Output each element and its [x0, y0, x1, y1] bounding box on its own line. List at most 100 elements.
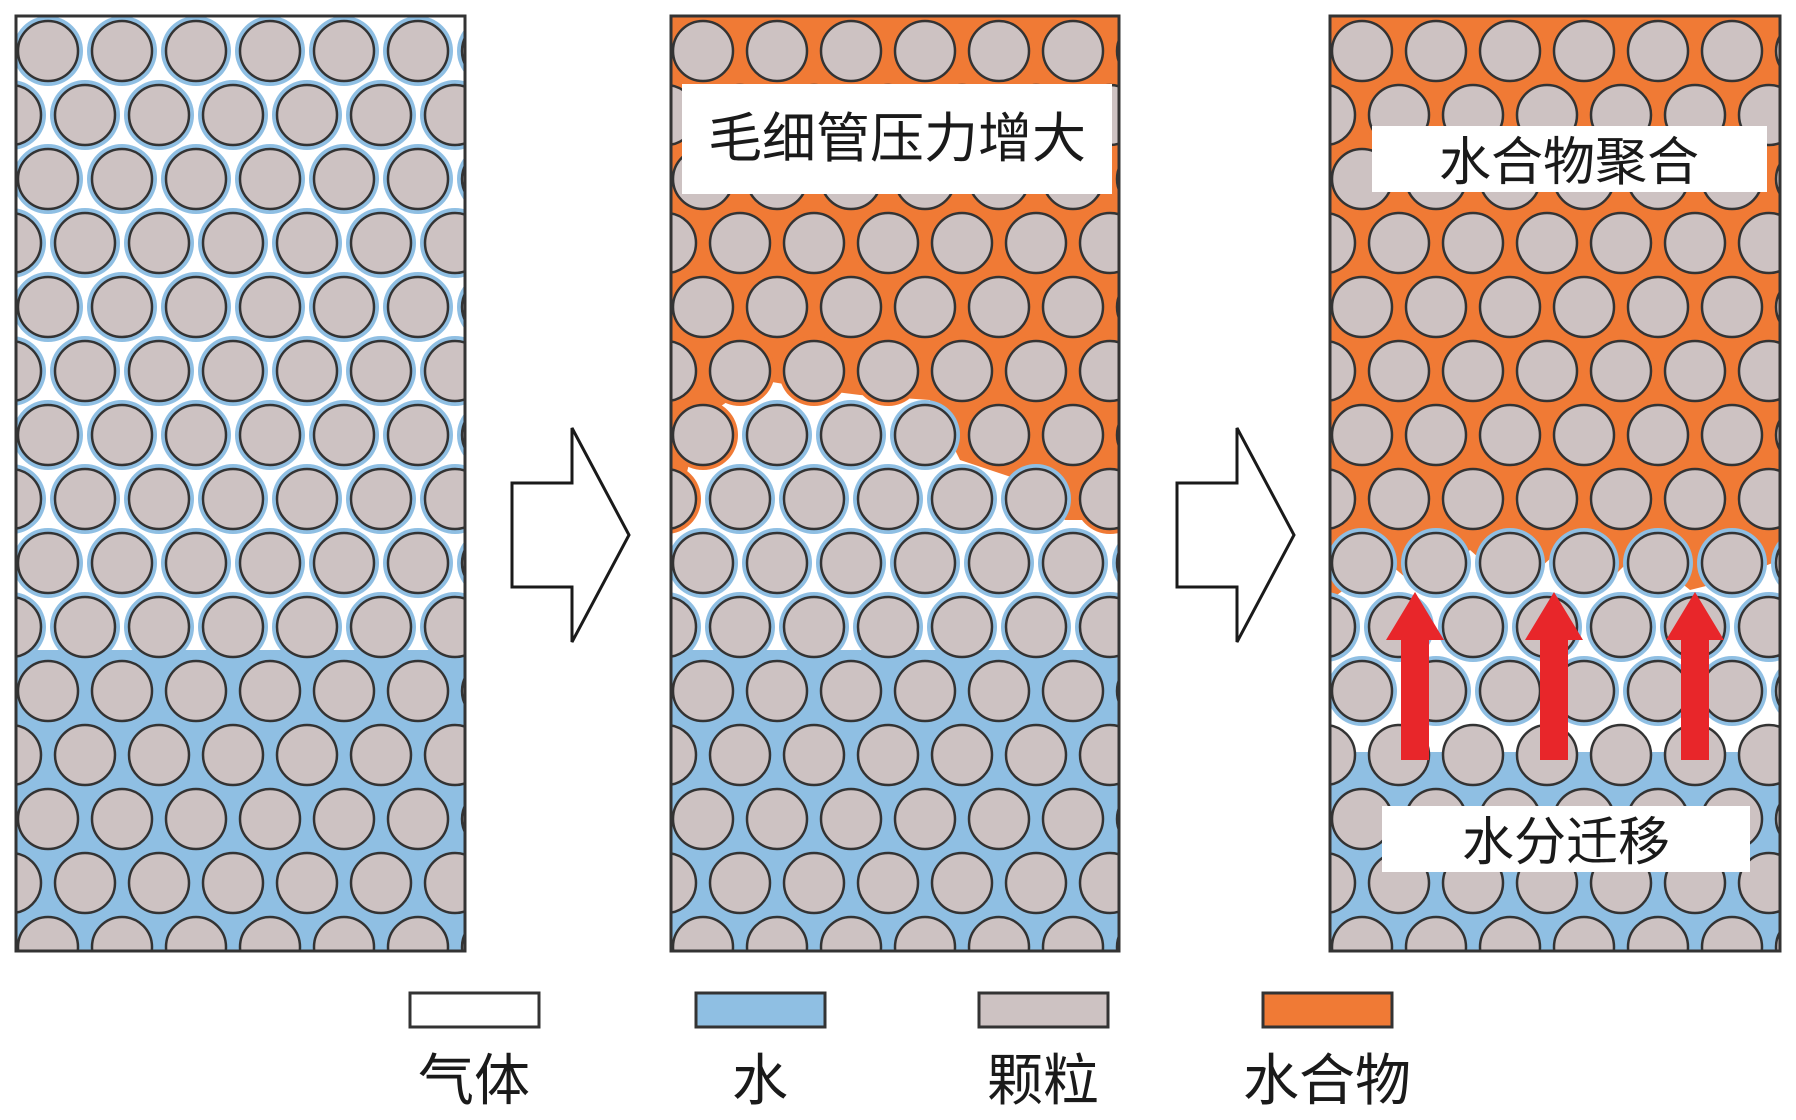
- panel-aggregation-particle: [1552, 19, 1616, 83]
- panel-initial-particle: [90, 659, 154, 723]
- panel-aggregation-particle: [1700, 275, 1764, 339]
- panel-initial-particle: [460, 675, 465, 707]
- panel-aggregation-particle: [1404, 915, 1468, 951]
- panel-initial-particle: [386, 915, 450, 951]
- panel-initial-particle: [16, 84, 43, 146]
- panel-aggregation-border: [1328, 14, 1782, 953]
- panel-capillary-particle: [671, 596, 698, 658]
- panel-capillary-particle: [1004, 339, 1068, 403]
- panel-initial-particle: [53, 723, 117, 787]
- panel-initial-particle: [53, 211, 117, 275]
- panel-initial-particle: [16, 915, 80, 951]
- panel-aggregation-particle: [1330, 84, 1357, 146]
- panel-capillary-particle: [671, 915, 735, 951]
- hollow-right-arrow-icon: [510, 427, 631, 643]
- panel-capillary-particle: [930, 467, 994, 531]
- panel-initial-particle: [164, 275, 228, 339]
- panel-initial-particle: [386, 787, 450, 851]
- panel-aggregation-particle: [1330, 724, 1357, 786]
- panel-capillary-particle: [1041, 787, 1105, 851]
- panel-initial-particle: [90, 19, 154, 83]
- panel-capillary-particle: [671, 468, 698, 530]
- panel-initial-particle: [164, 787, 228, 851]
- panel-aggregation-particle: [1330, 340, 1357, 402]
- panel-capillary-particle: [671, 852, 698, 914]
- panel-capillary-particle: [671, 787, 735, 851]
- panel-initial-particle: [201, 339, 265, 403]
- panel-capillary-particle: [671, 724, 698, 786]
- panel-aggregation-particle: [1367, 467, 1431, 531]
- panel-capillary-particle: [930, 723, 994, 787]
- process-arrow-2: [1175, 427, 1296, 643]
- panel-capillary: 毛细管压力增大: [669, 14, 1121, 953]
- panel-capillary-particle: [1004, 211, 1068, 275]
- panel-aggregation-particle: [1700, 403, 1764, 467]
- panel-aggregation-particle: [1626, 531, 1690, 595]
- panel-initial-border: [14, 14, 467, 953]
- panel-capillary-particle: [782, 467, 846, 531]
- panel-aggregation-particle: [1478, 403, 1542, 467]
- panel-initial-particle: [386, 403, 450, 467]
- panel-aggregation-particle: [1441, 467, 1505, 531]
- panel-capillary-particle: [1041, 19, 1105, 83]
- panel-aggregation-particle: [1626, 915, 1690, 951]
- panel-initial-coating: [457, 28, 465, 74]
- panel-aggregation-particle: [1626, 275, 1690, 339]
- panel-capillary-particle: [856, 211, 920, 275]
- panel-capillary-particle: [856, 339, 920, 403]
- panel-aggregation-particle: [1552, 403, 1616, 467]
- panel-capillary-particle: [1041, 275, 1105, 339]
- panel-initial-particle: [16, 531, 80, 595]
- panel-initial-particle: [16, 852, 43, 914]
- panel-initial-particle: [164, 531, 228, 595]
- panel-initial-particle: [275, 595, 339, 659]
- panel-capillary-coating: [1112, 414, 1119, 456]
- panel-initial-particle: [312, 787, 376, 851]
- panel-aggregation-particle: [1478, 19, 1542, 83]
- panel-initial-particle: [53, 83, 117, 147]
- panel-capillary-coating: [1112, 286, 1119, 328]
- panel-initial-particle: [90, 915, 154, 951]
- panel-capillary-label: 毛细管压力增大: [708, 107, 1086, 170]
- panel-aggregation-particle: [1626, 19, 1690, 83]
- panel-capillary-particle: [930, 211, 994, 275]
- panel-initial-particle: [312, 531, 376, 595]
- panel-aggregation-particle: [1330, 852, 1357, 914]
- panel-capillary-particle: [893, 659, 957, 723]
- panel-aggregation-particle: [1737, 467, 1780, 531]
- panel-initial-particle: [164, 659, 228, 723]
- panel-initial-particle: [164, 915, 228, 951]
- panel-aggregation-particle: [1515, 211, 1579, 275]
- panel-capillary-particle: [745, 403, 809, 467]
- panel-initial-particle: [275, 83, 339, 147]
- panel-capillary-particle: [671, 403, 735, 467]
- panel-capillary-particle: [1004, 851, 1068, 915]
- panel-aggregation-particle: [1478, 275, 1542, 339]
- panel-initial-particle: [90, 787, 154, 851]
- panel-aggregation-particle: [1330, 19, 1394, 83]
- panel-capillary-particle: [893, 787, 957, 851]
- panel-capillary-particle: [745, 787, 809, 851]
- panel-capillary-particle: [782, 595, 846, 659]
- panel-initial-particle: [423, 339, 465, 403]
- panel-aggregation-particle: [1367, 211, 1431, 275]
- panel-capillary-particle: [671, 531, 735, 595]
- panel-capillary-particle: [856, 467, 920, 531]
- legend-item-particle: 颗粒: [977, 991, 1110, 1114]
- panel-initial-particle: [16, 19, 80, 83]
- panel-aggregation-particle: [1589, 723, 1653, 787]
- panel-aggregation-particles: [1330, 16, 1780, 951]
- panel-capillary-particle: [893, 531, 957, 595]
- panel-aggregation-particle: [1552, 915, 1616, 951]
- panel-capillary-particle: [1041, 659, 1105, 723]
- panel-aggregation-particle: [1515, 339, 1579, 403]
- panel-aggregation-particle: [1441, 339, 1505, 403]
- panel-capillary-label-box: [682, 84, 1112, 194]
- panel-aggregation-particle: [1330, 403, 1394, 467]
- panel-aggregation-top-label-box: [1372, 126, 1767, 192]
- panel-capillary-particle: [967, 531, 1031, 595]
- panel-aggregation-particle: [1626, 403, 1690, 467]
- panel-initial-particle: [16, 147, 80, 211]
- panel-initial-particle: [386, 659, 450, 723]
- panel-initial-particle: [312, 19, 376, 83]
